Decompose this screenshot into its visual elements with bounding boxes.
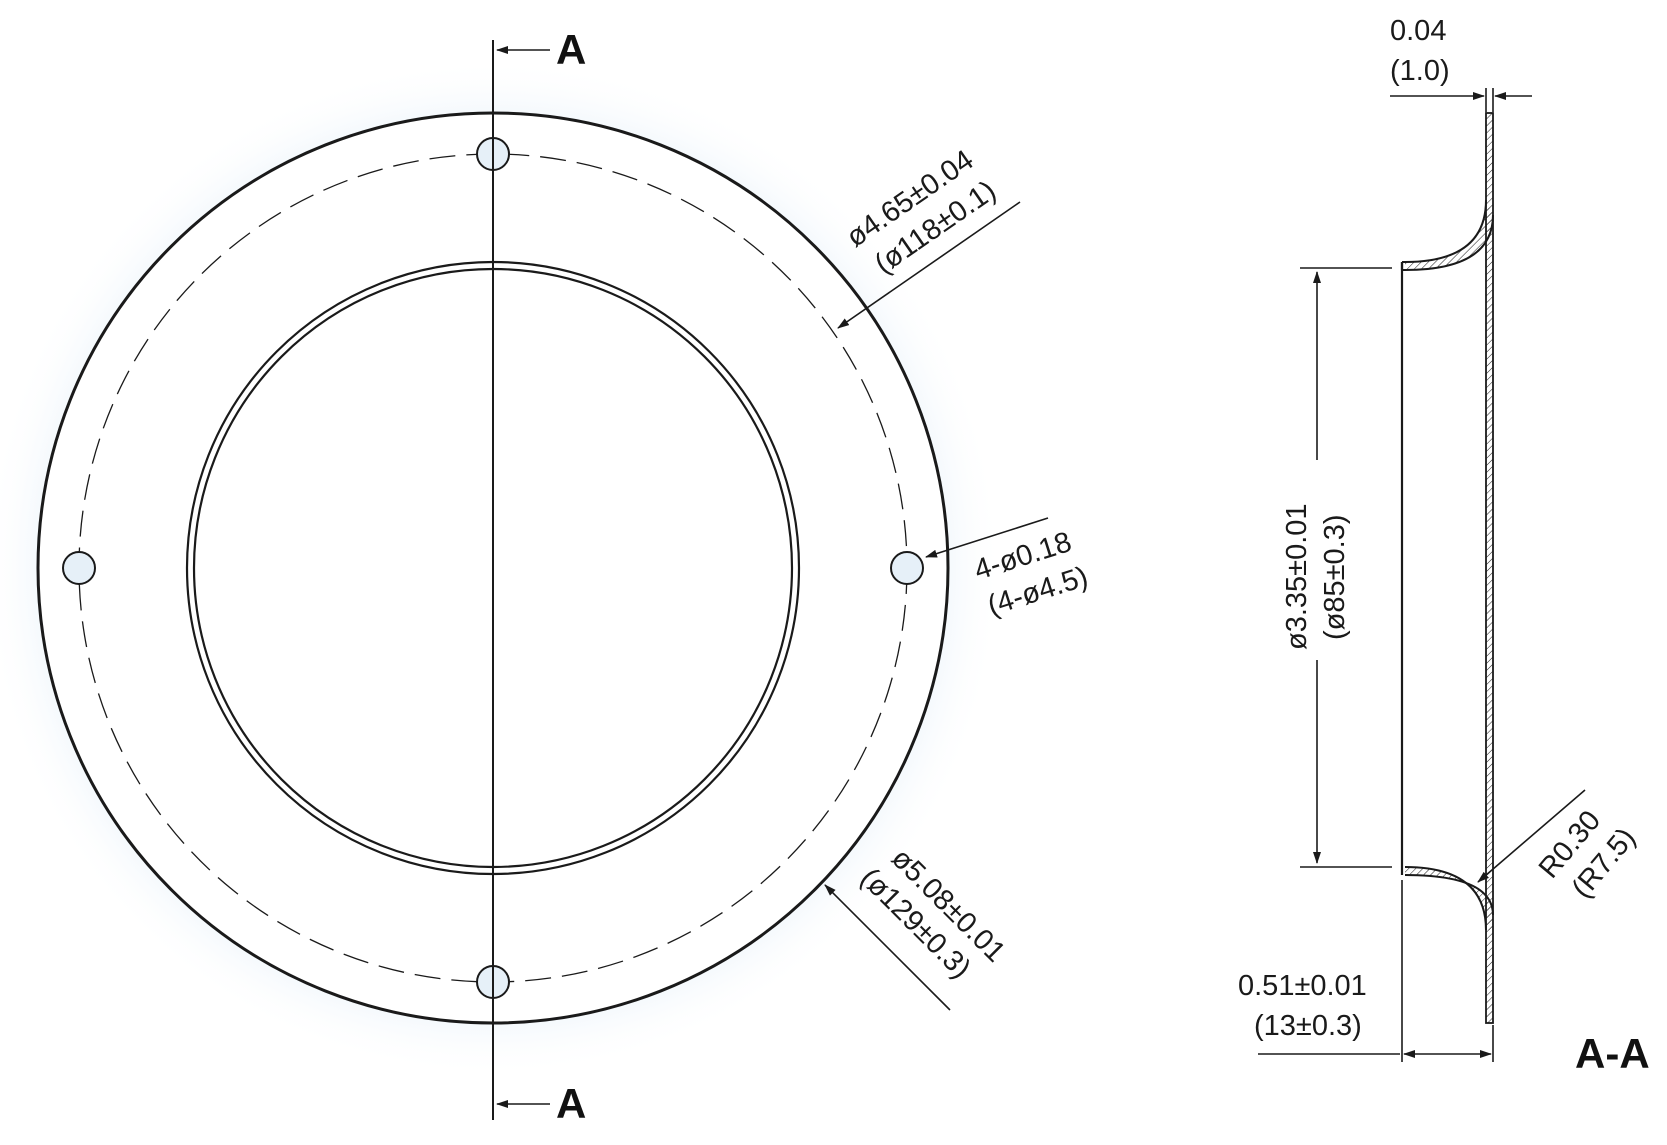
inner-dia-mm: (ø85±0.3) <box>1319 514 1351 640</box>
upper-fillet-outer <box>1402 199 1487 263</box>
depth-mm: (13±0.3) <box>1254 1010 1362 1042</box>
section-label-top: A <box>556 26 586 73</box>
thickness-mm: (1.0) <box>1390 55 1450 87</box>
outer-dia-leader <box>824 884 951 1011</box>
section-title: A-A <box>1575 1030 1650 1077</box>
thickness-inch: 0.04 <box>1390 15 1446 47</box>
radius-dimension: R0.30 (R7.5) <box>1533 805 1642 905</box>
section-view: 0.04 (1.0) ø3.35±0.01 (ø85±0.3) R0.30 (R… <box>1238 15 1650 1077</box>
mounting-hole-left <box>62 551 96 585</box>
upper-fillet-hatch <box>1405 200 1493 270</box>
lower-fillet-hatch <box>1405 867 1493 930</box>
inner-dia-dimension: ø3.35±0.01 (ø85±0.3) <box>1281 503 1351 650</box>
depth-inch: 0.51±0.01 <box>1238 970 1367 1002</box>
flange-plate <box>1485 112 1494 1024</box>
radius-leader <box>1477 789 1586 883</box>
mounting-hole-right <box>890 551 924 585</box>
flange-od-leader <box>837 201 1021 329</box>
holes-leader <box>925 517 1049 558</box>
section-label-bottom: A <box>556 1080 586 1127</box>
front-view: A A ø4.65±0.04 (ø118±0.1) 4-ø0.18 (4-ø4.… <box>0 26 1092 1127</box>
inner-dia-inch: ø3.35±0.01 <box>1281 503 1313 650</box>
